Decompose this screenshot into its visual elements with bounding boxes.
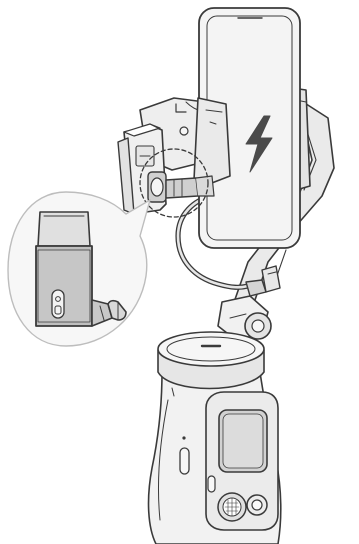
control-panel: [205, 391, 279, 531]
zoom-callout: [7, 191, 151, 347]
smartphone: [198, 7, 301, 249]
zoom-highlight-circle: [139, 148, 209, 218]
joystick-icon: [217, 492, 247, 522]
charging-port-icon: [147, 171, 215, 203]
lightning-bolt-icon: [245, 115, 273, 173]
record-button-icon: [246, 494, 268, 516]
zoomed-port-icon: [51, 289, 65, 319]
cable-plug-arm: [245, 265, 281, 297]
front-clamp: [193, 97, 231, 187]
